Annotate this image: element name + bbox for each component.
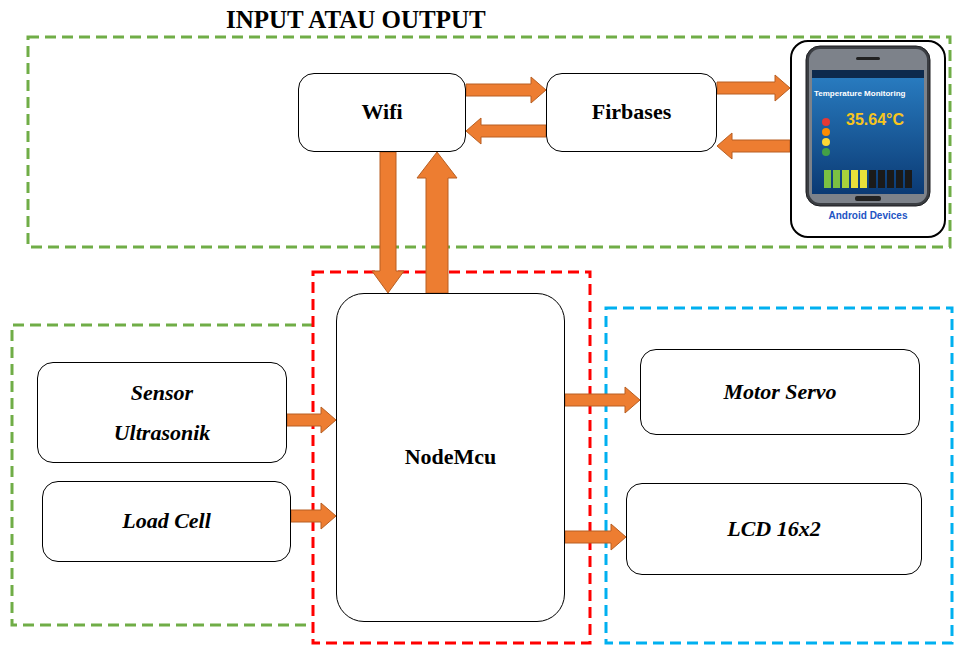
status-bar [812, 70, 924, 78]
bar [860, 170, 867, 188]
phone-speaker [856, 57, 880, 60]
sensor-box: Sensor Ultrasonik [37, 362, 287, 463]
box-label: NodeMcu [405, 444, 497, 470]
controller-box: NodeMcu [336, 293, 565, 622]
bar [851, 170, 858, 188]
box-label: Load Cell [122, 508, 211, 534]
box-label: Wifi [361, 99, 402, 125]
bar [842, 170, 849, 188]
level-dot [822, 138, 830, 146]
phone-screen [812, 70, 924, 194]
android-device-box: Android Devices [790, 40, 946, 238]
phone-body [806, 46, 930, 206]
firebase-box: Firbases [546, 73, 717, 152]
home-button [855, 196, 881, 201]
bar [896, 170, 903, 188]
level-bars [824, 170, 912, 188]
display-box: LCD 16x2 [626, 483, 922, 575]
bar [878, 170, 885, 188]
screen-text: 35.64°C [846, 111, 904, 129]
block-arrow [372, 152, 404, 293]
block-arrow [466, 118, 546, 144]
input-output-region [28, 37, 950, 247]
phone-bezel [809, 49, 927, 203]
wifi-box: Wifi [298, 73, 466, 152]
block-arrow [565, 524, 626, 550]
screen-text: Temperature Monitoring [814, 89, 905, 98]
bar [833, 170, 840, 188]
block-arrow [717, 133, 790, 159]
block-arrow [291, 503, 336, 529]
level-dot [822, 118, 830, 126]
level-dot [822, 148, 830, 156]
actuator-box: Motor Servo [640, 349, 920, 435]
box-label: Android Devices [829, 210, 908, 222]
bar [869, 170, 876, 188]
diagram-title: INPUT ATAU OUTPUT [226, 6, 486, 34]
box-label: Sensor Ultrasonik [97, 373, 227, 452]
block-arrow [287, 407, 336, 433]
box-label: LCD 16x2 [727, 516, 821, 542]
bar [824, 170, 831, 188]
box-label: Firbases [592, 99, 671, 125]
output-region [606, 308, 952, 643]
block-arrow [565, 387, 640, 413]
block-arrow [417, 152, 457, 293]
android-phone [806, 46, 930, 206]
process-region [313, 272, 590, 643]
sensor-box: Load Cell [42, 481, 291, 562]
bar [887, 170, 894, 188]
box-label: Motor Servo [723, 379, 836, 405]
level-dot [822, 128, 830, 136]
block-arrow [717, 75, 790, 101]
input-region [12, 325, 313, 625]
block-arrow [466, 77, 546, 103]
bar [905, 170, 912, 188]
